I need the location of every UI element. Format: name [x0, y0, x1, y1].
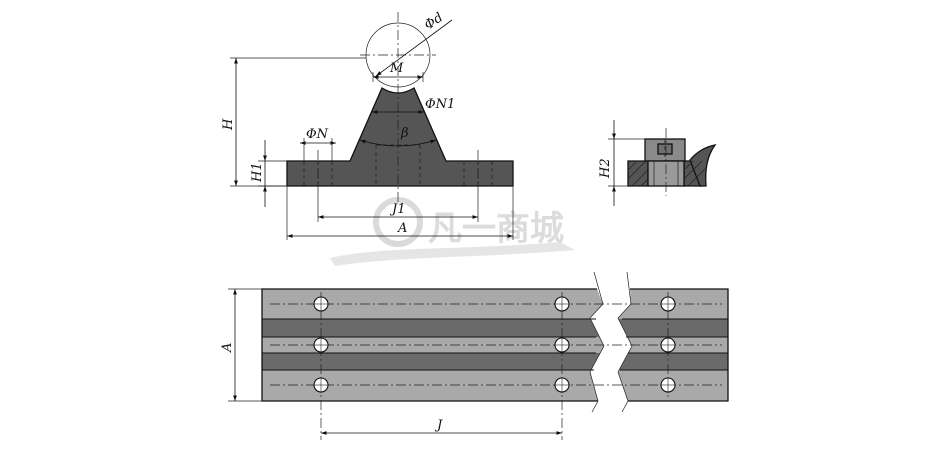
m-label: M — [389, 61, 404, 76]
beta-label: β — [400, 126, 409, 141]
j1-label: J1 — [389, 202, 405, 217]
h1-label: H1 — [250, 162, 265, 183]
front-view-body — [286, 87, 514, 187]
top-view: A J — [220, 271, 729, 440]
phi-n-label: ΦN — [306, 127, 329, 142]
side-section-view: H2 — [598, 120, 717, 206]
watermark-text: 凡一商城 — [428, 209, 564, 249]
j-label: J — [434, 418, 443, 433]
a-top-label: A — [397, 221, 407, 236]
phi-d-leader — [375, 19, 453, 77]
watermark: 凡一商城 — [330, 197, 575, 266]
watermark-brush-stroke — [330, 242, 575, 266]
h2-label: H2 — [598, 158, 613, 179]
phi-d-label: Φd — [422, 10, 446, 33]
phi-n1-label: ΦN1 — [425, 97, 455, 112]
front-view: Φd M ΦN1 β ΦN H H1 J1 — [221, 10, 514, 240]
a-side-label: A — [220, 343, 235, 353]
h-label: H — [221, 118, 236, 131]
section-hatching — [627, 160, 706, 187]
beta-arc — [359, 139, 437, 147]
